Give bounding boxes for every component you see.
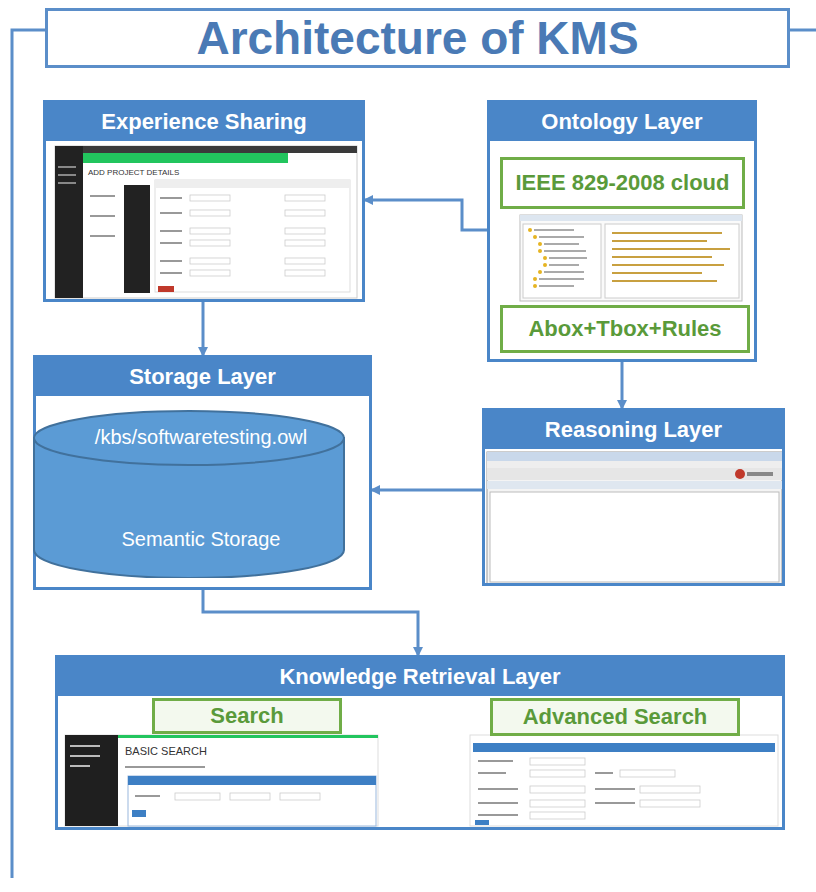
- reasoning-screenshot: [487, 452, 782, 584]
- flow-arrow: [365, 200, 487, 230]
- search-box: Search: [152, 698, 342, 734]
- layer-panel: Experience Sharing: [43, 100, 365, 302]
- ontology-box: IEEE 829-2008 cloud: [500, 157, 745, 209]
- layer-panel: Ontology LayerIEEE 829-2008 cloudAbox+Tb…: [487, 100, 757, 362]
- title-text: Architecture of KMS: [196, 11, 638, 65]
- ontology-box: Abox+Tbox+Rules: [500, 305, 750, 353]
- box-label: Abox+Tbox+Rules: [528, 316, 721, 342]
- file-path: /kbs/softwaretesting.owl: [33, 426, 369, 449]
- panel-header: Knowledge Retrieval Layer: [58, 658, 782, 698]
- screen-heading: ADD PROJECT DETAILS: [88, 168, 179, 177]
- experience-screenshot: [55, 146, 357, 298]
- panel-title: Reasoning Layer: [545, 417, 722, 443]
- panel-title: Ontology Layer: [541, 109, 702, 135]
- flow-arrow: [372, 489, 482, 492]
- flow-arrow: [202, 302, 205, 355]
- panel-title: Knowledge Retrieval Layer: [279, 664, 560, 690]
- outer-frame: [12, 30, 816, 878]
- flow-arrow: [203, 590, 418, 655]
- layer-panel: Storage Layer/kbs/softwaretesting.owlSem…: [33, 355, 372, 590]
- screen-heading: BASIC SEARCH: [125, 745, 207, 757]
- title-box: Architecture of KMS: [45, 8, 790, 68]
- box-label: Advanced Search: [523, 704, 708, 730]
- box-label: Search: [210, 703, 283, 729]
- box-label: IEEE 829-2008 cloud: [516, 170, 730, 196]
- panel-header: Reasoning Layer: [485, 411, 782, 451]
- layer-panel: Knowledge Retrieval LayerSearch Advanced …: [55, 655, 785, 830]
- panel-header: Ontology Layer: [490, 103, 754, 143]
- panel-title: Storage Layer: [129, 364, 276, 390]
- search-screenshot: [65, 735, 378, 826]
- panel-title: Experience Sharing: [101, 109, 306, 135]
- storage-cylinder: /kbs/softwaretesting.owlSemantic Storage: [33, 410, 369, 578]
- flow-arrow: [621, 362, 624, 408]
- storage-label: Semantic Storage: [33, 528, 369, 551]
- layer-panel: Reasoning Layer: [482, 408, 785, 586]
- ontology-screenshot: [520, 215, 742, 301]
- search-box: Advanced Search: [490, 698, 740, 736]
- panel-header: Experience Sharing: [46, 103, 362, 143]
- advanced-search-screenshot: [470, 735, 778, 826]
- panel-header: Storage Layer: [36, 358, 369, 398]
